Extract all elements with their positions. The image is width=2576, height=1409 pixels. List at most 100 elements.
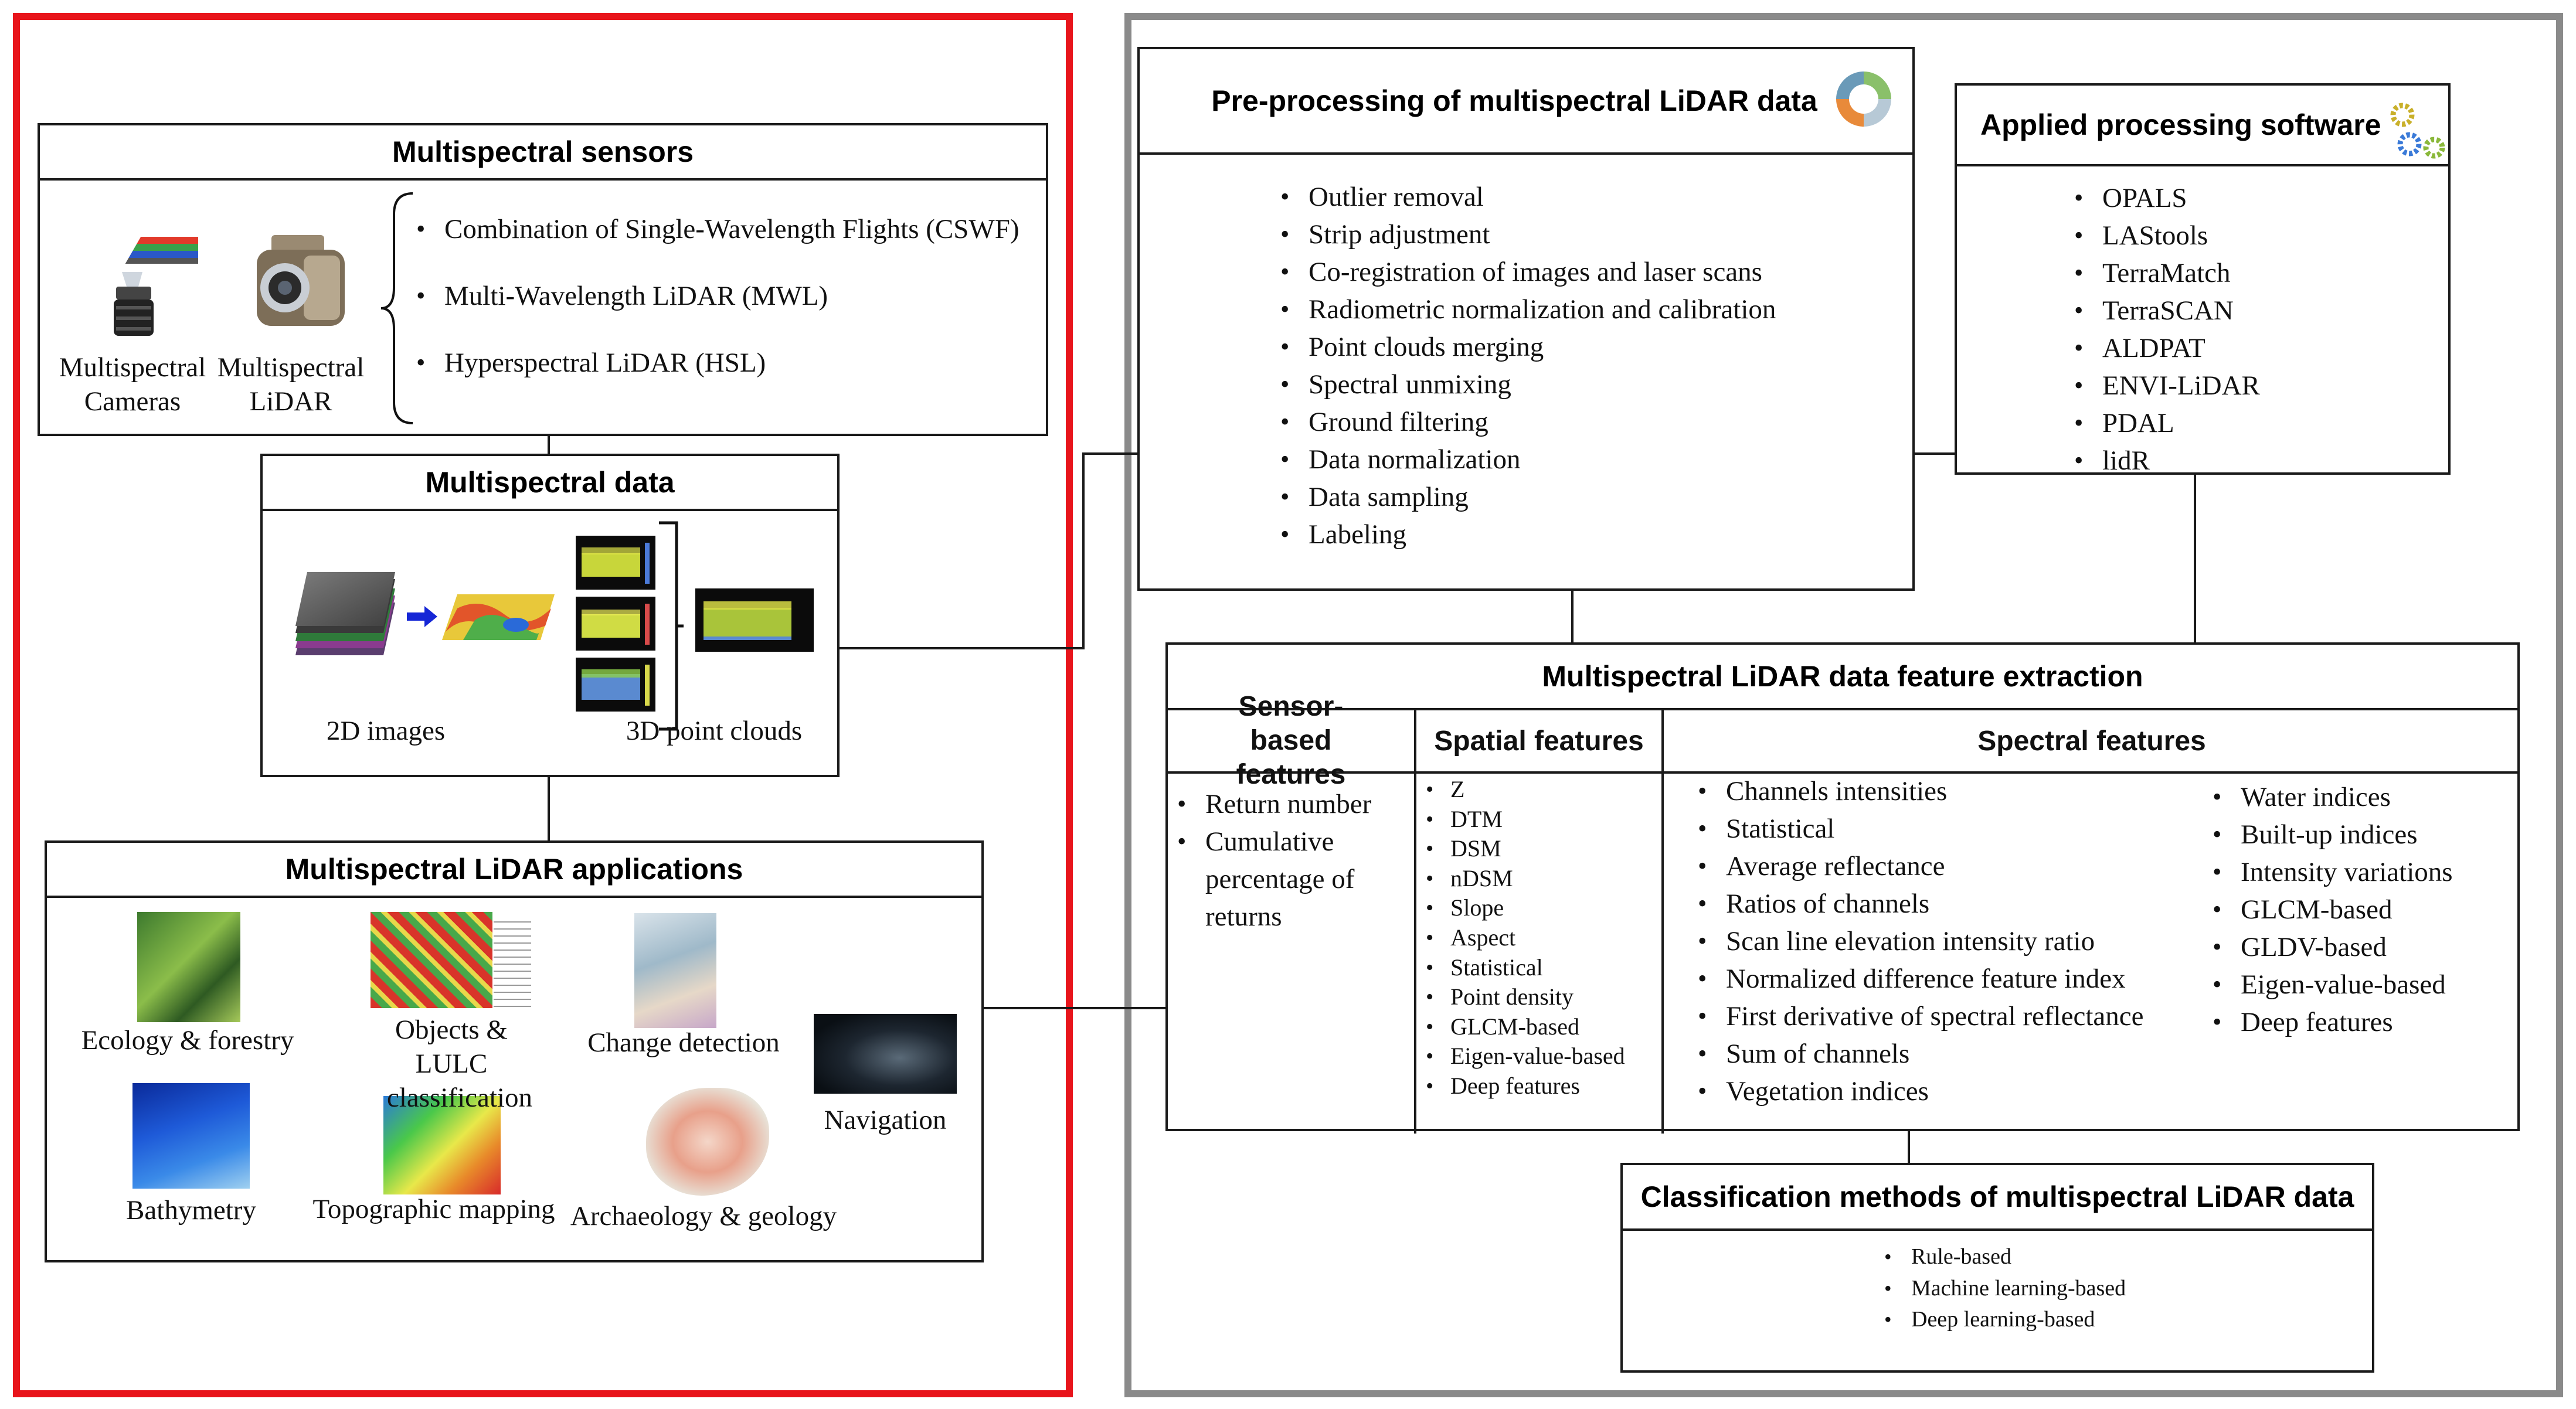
list-item: Z [1423,775,1625,805]
point-cloud-3-icon [576,658,655,712]
list-item: Average reflectance [1695,848,2143,885]
lulc-legend [494,915,531,1009]
spatial-title: Spatial features [1434,725,1644,757]
list-item: Cumulative percentage of returns [1175,823,1381,935]
multispectral-camera-icon [114,237,198,336]
list-item: lidR [2072,442,2260,479]
lidar-label: Multispectral LiDAR [217,352,365,417]
features-title: Multispectral LiDAR data feature extract… [1168,645,2517,710]
connector-vertical-left [1082,452,1085,649]
list-item: Built-up indices [2210,816,2453,853]
clouds-label: 3D point clouds [626,716,803,746]
point-cloud-bracket [659,521,684,731]
connector-apps-features [981,1007,1168,1009]
app-label-lulc: Objects & LULC classification [387,1015,532,1113]
gears-icon [2390,103,2445,159]
list-item: TerraSCAN [2072,292,2260,329]
spectral-title: Spectral features [1977,725,2206,757]
archaeology-geology-image [646,1088,769,1196]
list-item: Statistical [1423,953,1625,983]
list-item: Strip adjustment [1278,216,1776,253]
list-item: PDAL [2072,404,2260,442]
list-item: Channels intensities [1695,772,2143,810]
list-item: Data normalization [1278,441,1776,478]
list-item: Deep features [1423,1071,1625,1101]
list-item: Radiometric normalization and calibratio… [1278,291,1776,328]
list-item: Scan line elevation intensity ratio [1695,923,2143,960]
lulc-classification-image [371,912,492,1008]
list-item: Eigen-value-based [1423,1042,1625,1071]
list-item: Deep learning-based [1882,1304,2126,1336]
app-label-archaeology: Archaeology & geology [570,1201,837,1231]
list-item: Water indices [2210,778,2453,816]
list-item: Return number [1175,785,1409,823]
images-label: 2D images [326,716,446,746]
classification-box: Classification methods of multispectral … [1620,1163,2374,1373]
image-stack-icon [295,572,395,655]
change-detection-image [634,913,716,1028]
list-item: Point clouds merging [1278,328,1776,366]
list-item: GLCM-based [2210,891,2453,928]
cameras-label: Multispectral Cameras [59,352,206,417]
navigation-image [814,1014,957,1094]
preprocessing-title-text: Pre-processing of multispectral LiDAR da… [1211,84,1817,117]
list-item: Outlier removal [1278,178,1776,216]
list-item: Normalized difference feature index [1695,960,2143,998]
applications-title: Multispectral LiDAR applications [47,843,981,898]
list-item: Co-registration of images and laser scan… [1278,253,1776,291]
sensors-box: Multispectral sensors Multispectral Came… [38,123,1048,436]
list-item: Intensity variations [2210,853,2453,891]
list-item: ENVI-LiDAR [2072,367,2260,404]
point-cloud-1-icon [576,536,655,590]
list-item: Slope [1423,893,1625,923]
connector-pre-features [1571,588,1574,645]
list-item: Machine learning-based [1882,1273,2126,1305]
topographic-mapping-image [383,1096,501,1194]
list-item: Hyperspectral LiDAR (HSL) [414,329,1019,396]
right-section-frame [1124,13,2563,1397]
classification-list: Rule-based Machine learning-based Deep l… [1882,1241,2126,1336]
list-item: Labeling [1278,516,1776,553]
bathymetry-image [132,1083,250,1189]
app-label-ecology: Ecology & forestry [81,1025,294,1056]
app-label-change: Change detection [587,1027,780,1058]
list-item: Multi-Wavelength LiDAR (MWL) [414,263,1019,329]
list-item: Deep features [2210,1003,2453,1041]
arrow-right-icon [407,606,437,627]
list-item: Ratios of channels [1695,885,2143,923]
list-item: First derivative of spectral reflectance [1695,998,2143,1035]
features-box: Multispectral LiDAR data feature extract… [1165,642,2520,1134]
software-title: Applied processing software [1957,86,2448,166]
connector-to-preprocessing [1082,452,1139,455]
connector-features-classification [1908,1129,1910,1165]
list-item: DTM [1423,805,1625,835]
list-item: GLCM-based [1423,1012,1625,1042]
list-item: Combination of Single-Wavelength Flights… [414,196,1019,263]
list-item: ALDPAT [2072,329,2260,367]
sensor-based-title: Sensor-based features [1236,691,1346,790]
preprocessing-title: Pre-processing of multispectral LiDAR da… [1140,49,1912,155]
list-item: Rule-based [1882,1241,2126,1273]
classified-map-icon [442,594,555,640]
app-label-topographic: Topographic mapping [312,1194,555,1224]
sensor-type-list: Combination of Single-Wavelength Flights… [414,196,1019,396]
list-item: GLDV-based [2210,928,2453,966]
classification-title: Classification methods of multispectral … [1623,1165,2372,1231]
list-item: Point density [1423,982,1625,1012]
multispectral-lidar-icon [257,235,345,326]
list-item: Ground filtering [1278,403,1776,441]
list-item: DSM [1423,834,1625,864]
list-item: nDSM [1423,864,1625,894]
connector-sensors-data [548,434,550,455]
applications-box: Multispectral LiDAR applications Ecology… [45,840,984,1262]
point-cloud-2-icon [576,597,655,651]
spectral-list-col2: Water indices Built-up indices Intensity… [2210,778,2453,1041]
left-section-frame [13,13,1073,1397]
data-box: Multispectral data 2D images 3D point cl… [260,454,840,777]
sensors-title: Multispectral sensors [40,125,1046,181]
preprocessing-box: Pre-processing of multispectral LiDAR da… [1137,47,1915,591]
app-label-navigation: Navigation [824,1105,947,1135]
merged-point-cloud-icon [695,588,814,652]
list-item: Data sampling [1278,478,1776,516]
list-item: Aspect [1423,923,1625,953]
